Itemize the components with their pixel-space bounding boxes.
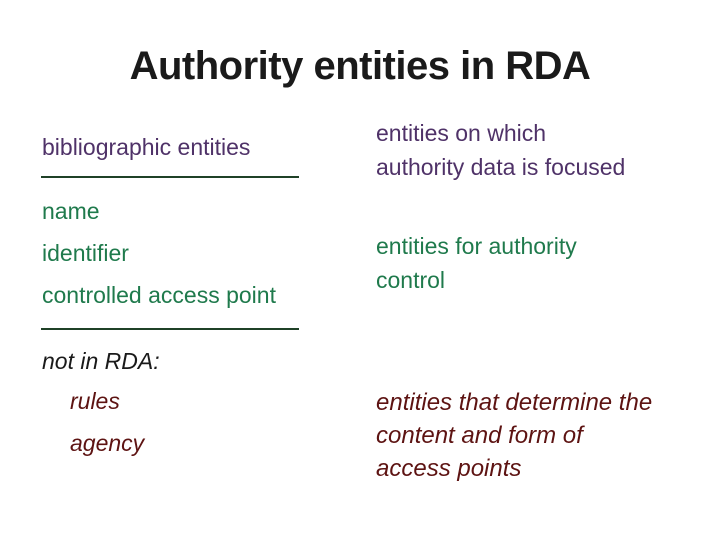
right-note-authority-control: entities for authority control bbox=[376, 233, 577, 293]
slide-title: Authority entities in RDA bbox=[129, 44, 591, 88]
left-rda-item-controlled-access-point: controlled access point bbox=[42, 282, 276, 308]
divider-line-bottom bbox=[41, 328, 299, 330]
left-not-in-rda-item-rules: rules bbox=[70, 388, 120, 414]
left-rda-item-identifier: identifier bbox=[42, 240, 129, 266]
left-not-in-rda-item-agency: agency bbox=[70, 430, 145, 456]
left-not-in-rda-heading: not in RDA: bbox=[42, 348, 160, 374]
right-note-access-points: entities that determine the content and … bbox=[376, 389, 653, 482]
divider-line-top bbox=[41, 176, 299, 178]
left-rda-item-name: name bbox=[42, 198, 100, 224]
left-bibliographic-entities-label: bibliographic entities bbox=[42, 134, 251, 160]
right-note-authority-data-focus: entities on which authority data is focu… bbox=[376, 120, 626, 180]
